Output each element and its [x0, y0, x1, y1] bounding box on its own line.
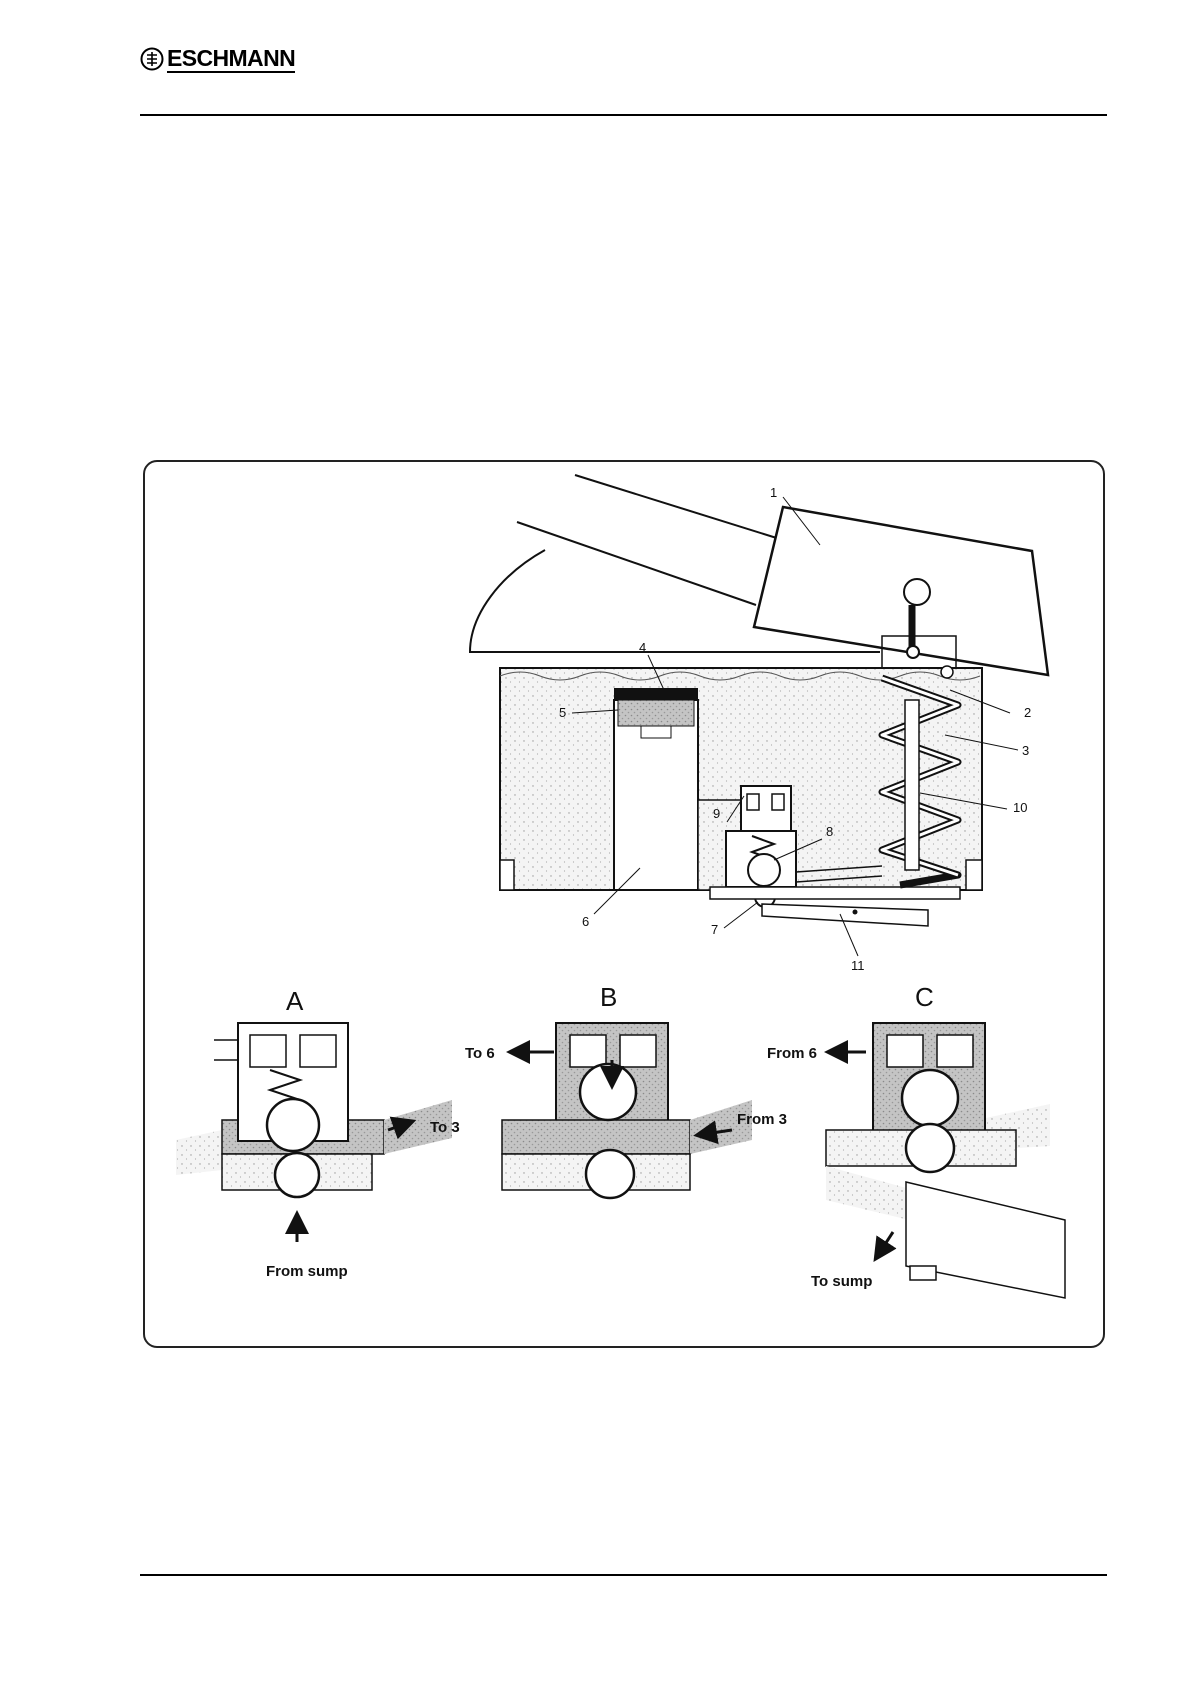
- leader-7: [724, 902, 758, 928]
- panel-b-ball-upper: [580, 1064, 636, 1120]
- spring-top-pin: [941, 666, 953, 678]
- base-plate: [710, 887, 960, 899]
- panel-a-left-stipple: [176, 1130, 222, 1175]
- pedal-plate: [754, 507, 1048, 675]
- panel-b-ball-lower: [586, 1150, 634, 1198]
- panel-a: A To 3 From sump: [176, 986, 460, 1280]
- panel-b: B To 6 From 3: [465, 982, 787, 1198]
- panel-b-cap-left: [570, 1035, 606, 1067]
- panel-a-ball-upper: [267, 1099, 319, 1151]
- panel-b-cap-right: [620, 1035, 656, 1067]
- valve-ball-upper: [748, 854, 780, 886]
- panel-c-cap-left: [887, 1035, 923, 1067]
- release-lever-pin: [853, 910, 858, 915]
- panel-c-title: C: [915, 982, 934, 1012]
- callout-1: 1: [770, 485, 777, 500]
- panel-b-label-from-3: From 3: [737, 1111, 787, 1128]
- panel-b-title: B: [600, 982, 617, 1012]
- callout-7: 7: [711, 922, 718, 937]
- panel-a-ball-lower: [275, 1153, 319, 1197]
- pivot-knob: [904, 579, 930, 605]
- pivot-pin: [907, 646, 919, 658]
- panel-c-label-to-sump: To sump: [811, 1273, 872, 1290]
- seal-nut: [641, 726, 671, 738]
- panel-b-fluid-channel: [502, 1120, 690, 1154]
- panel-a-label-from-sump: From sump: [266, 1263, 348, 1280]
- panel-a-title: A: [286, 986, 304, 1016]
- callout-5: 5: [559, 705, 566, 720]
- piston-seal: [614, 688, 698, 700]
- callout-8: 8: [826, 824, 833, 839]
- panel-c-label-from-6: From 6: [767, 1045, 817, 1062]
- callout-6: 6: [582, 914, 589, 929]
- lever-line-top: [575, 475, 783, 540]
- panel-c: C From 6 To sump: [767, 982, 1065, 1298]
- housing-foot-right: [966, 860, 982, 890]
- panel-a-cap-left: [250, 1035, 286, 1067]
- seal-pad: [618, 700, 694, 726]
- panel-c-ball-lower: [906, 1124, 954, 1172]
- callout-9: 9: [713, 806, 720, 821]
- panel-c-lever-nut: [910, 1266, 936, 1280]
- panel-a-cap-right: [300, 1035, 336, 1067]
- panel-a-label-to-3: To 3: [430, 1119, 460, 1136]
- panel-c-ball-upper: [902, 1070, 958, 1126]
- panel-c-arrow-out: [880, 1232, 893, 1252]
- callout-10: 10: [1013, 800, 1027, 815]
- release-lever: [762, 904, 928, 926]
- panel-c-cap-right: [937, 1035, 973, 1067]
- spring-rod: [905, 700, 919, 870]
- lever-line-bottom: [517, 522, 756, 605]
- callout-4: 4: [639, 640, 646, 655]
- panel-b-label-to-6: To 6: [465, 1045, 495, 1062]
- housing-foot-left: [500, 860, 514, 890]
- main-assembly: 1 2 3 4 5 6 7 8 9 10 11: [470, 475, 1048, 973]
- callout-3: 3: [1022, 743, 1029, 758]
- callout-11: 11: [851, 958, 865, 973]
- callout-2: 2: [1024, 705, 1031, 720]
